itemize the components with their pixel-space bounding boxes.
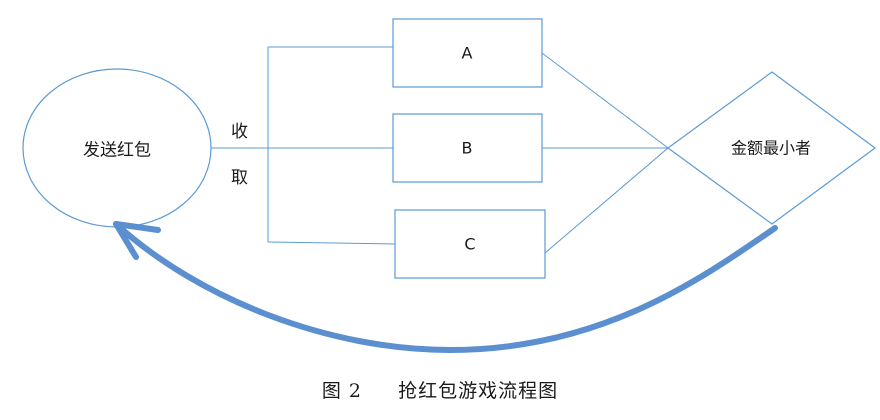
figure-number: 图 2	[321, 380, 363, 402]
decision-label: 金额最小者	[730, 138, 811, 158]
option-a-label: A	[461, 43, 473, 63]
start-node-label: 发送红包	[83, 140, 151, 161]
connector-to-c	[267, 241, 396, 245]
figure-caption: 图 2 抢红包游戏流程图	[0, 376, 880, 403]
option-a-box	[392, 18, 543, 88]
option-c-label: C	[464, 234, 476, 254]
option-b-label: B	[461, 138, 473, 158]
figure-title: 抢红包游戏流程图	[398, 380, 559, 402]
feedback-arrowhead	[113, 221, 161, 260]
connector-label-line1: 收	[231, 122, 248, 142]
feedback-arrow-path	[113, 221, 778, 354]
option-c-box	[394, 209, 546, 279]
connector-label-line2: 取	[231, 168, 248, 188]
connector-a-to-decision	[541, 52, 669, 149]
decision-diamond	[666, 71, 877, 225]
connector-c-to-decision	[544, 147, 669, 254]
option-b-box	[392, 113, 543, 183]
